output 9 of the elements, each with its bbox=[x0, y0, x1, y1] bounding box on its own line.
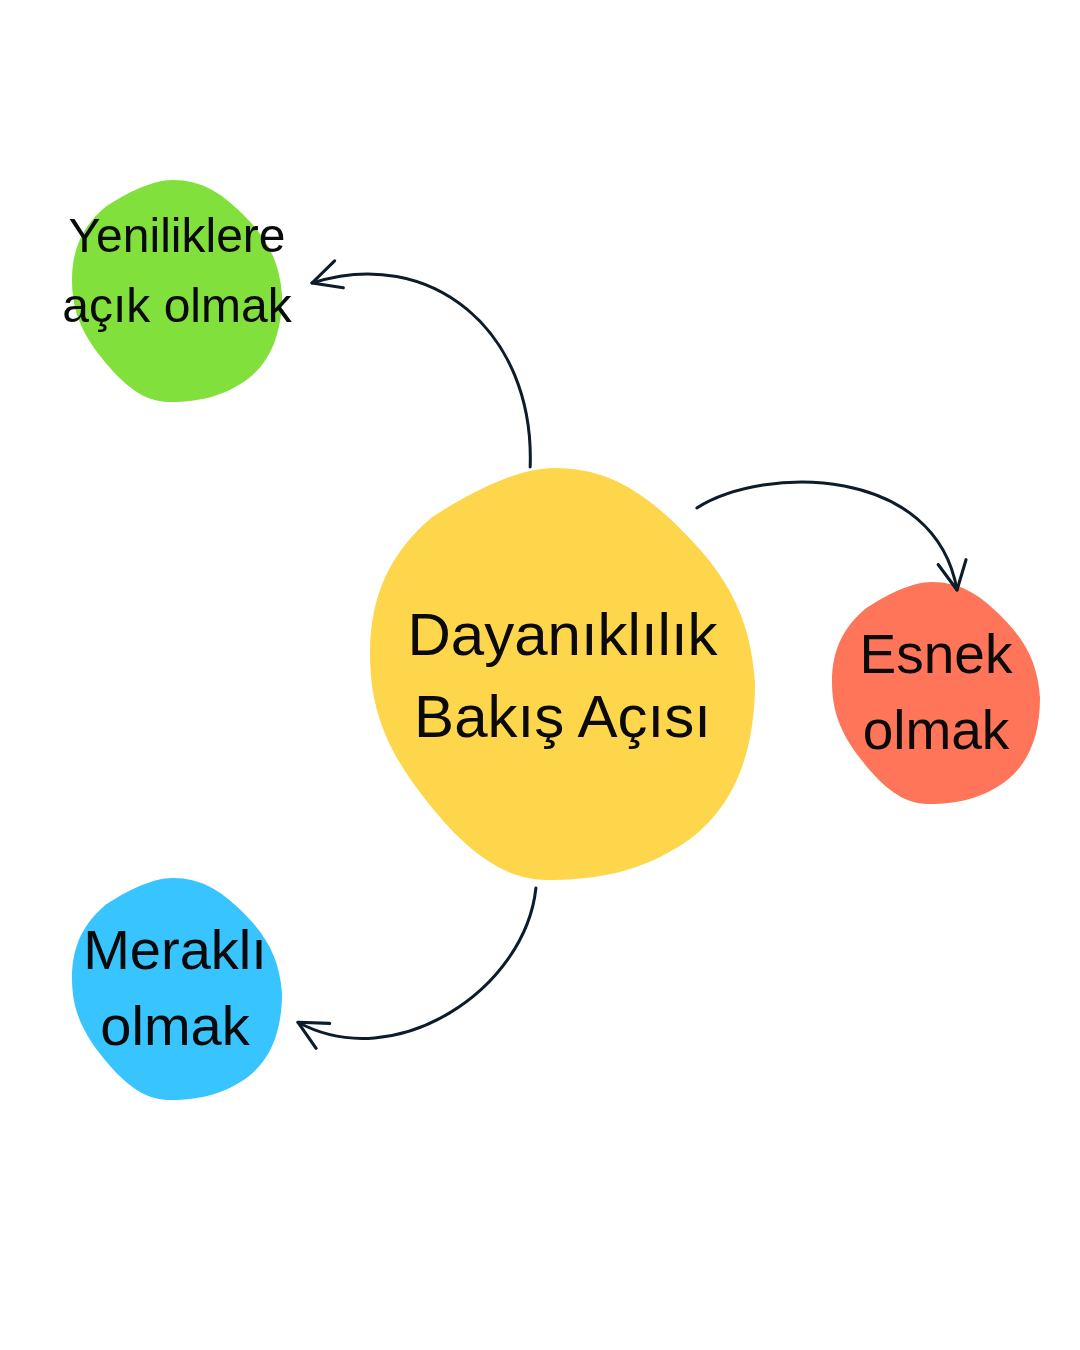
blob-shape bbox=[832, 582, 1040, 804]
node-label: Dayanıklılık Bakış Açısı bbox=[406, 600, 719, 752]
curved-arrow bbox=[310, 261, 532, 469]
node-label: Esnek olmak bbox=[858, 622, 1014, 763]
curved-arrow bbox=[695, 480, 965, 592]
blob-shape bbox=[72, 878, 282, 1100]
blob-shape bbox=[370, 468, 755, 880]
node-label: Meraklı olmak bbox=[82, 917, 268, 1059]
curved-arrow bbox=[296, 886, 538, 1048]
